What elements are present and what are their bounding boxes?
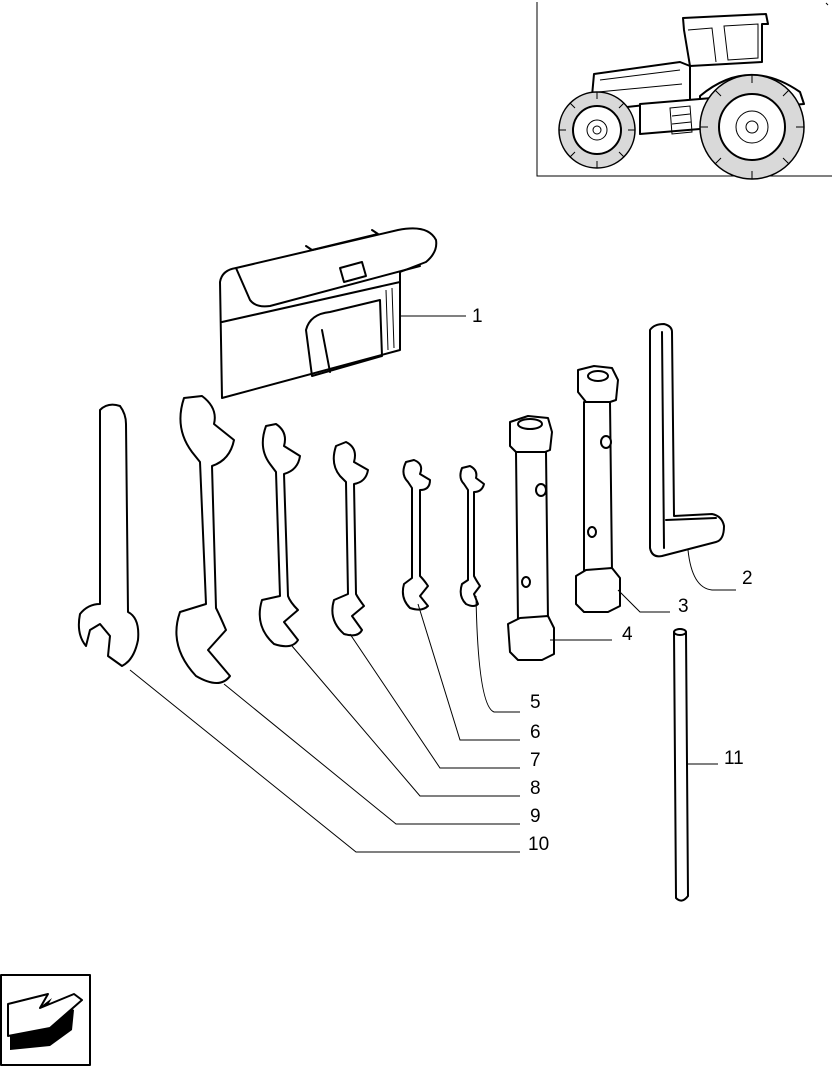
tube-wrench-long bbox=[575, 365, 621, 613]
callout-6: 6 bbox=[530, 722, 541, 743]
arrow-back-icon bbox=[7, 993, 83, 1050]
callout-labels: 1 2 3 4 5 6 7 8 9 10 11 bbox=[472, 306, 753, 855]
tommy-bar-rod bbox=[673, 628, 689, 902]
tool-roll-bag bbox=[219, 227, 438, 399]
callout-2: 2 bbox=[742, 568, 753, 589]
double-wrench-medium bbox=[331, 441, 369, 637]
callout-8: 8 bbox=[530, 778, 541, 799]
callout-3: 3 bbox=[678, 596, 689, 617]
callout-11: 11 bbox=[724, 748, 744, 769]
callout-10: 10 bbox=[528, 834, 549, 855]
double-wrench-largest bbox=[175, 395, 235, 684]
double-wrench-smallest bbox=[459, 465, 485, 607]
callout-1: 1 bbox=[472, 306, 483, 327]
callout-7: 7 bbox=[530, 750, 541, 771]
back-nav-button[interactable] bbox=[0, 974, 91, 1066]
callout-4: 4 bbox=[622, 624, 633, 645]
leader-lines bbox=[129, 315, 736, 853]
single-open-wrench bbox=[77, 403, 140, 667]
callout-9: 9 bbox=[530, 806, 541, 827]
double-wrench-small bbox=[401, 459, 431, 611]
tube-wrench-short bbox=[507, 415, 555, 661]
tractor-reference bbox=[536, 2, 832, 180]
hex-key bbox=[649, 323, 725, 558]
double-wrench-large bbox=[258, 423, 301, 648]
callout-5: 5 bbox=[530, 692, 541, 713]
tractor-icon bbox=[558, 13, 805, 180]
